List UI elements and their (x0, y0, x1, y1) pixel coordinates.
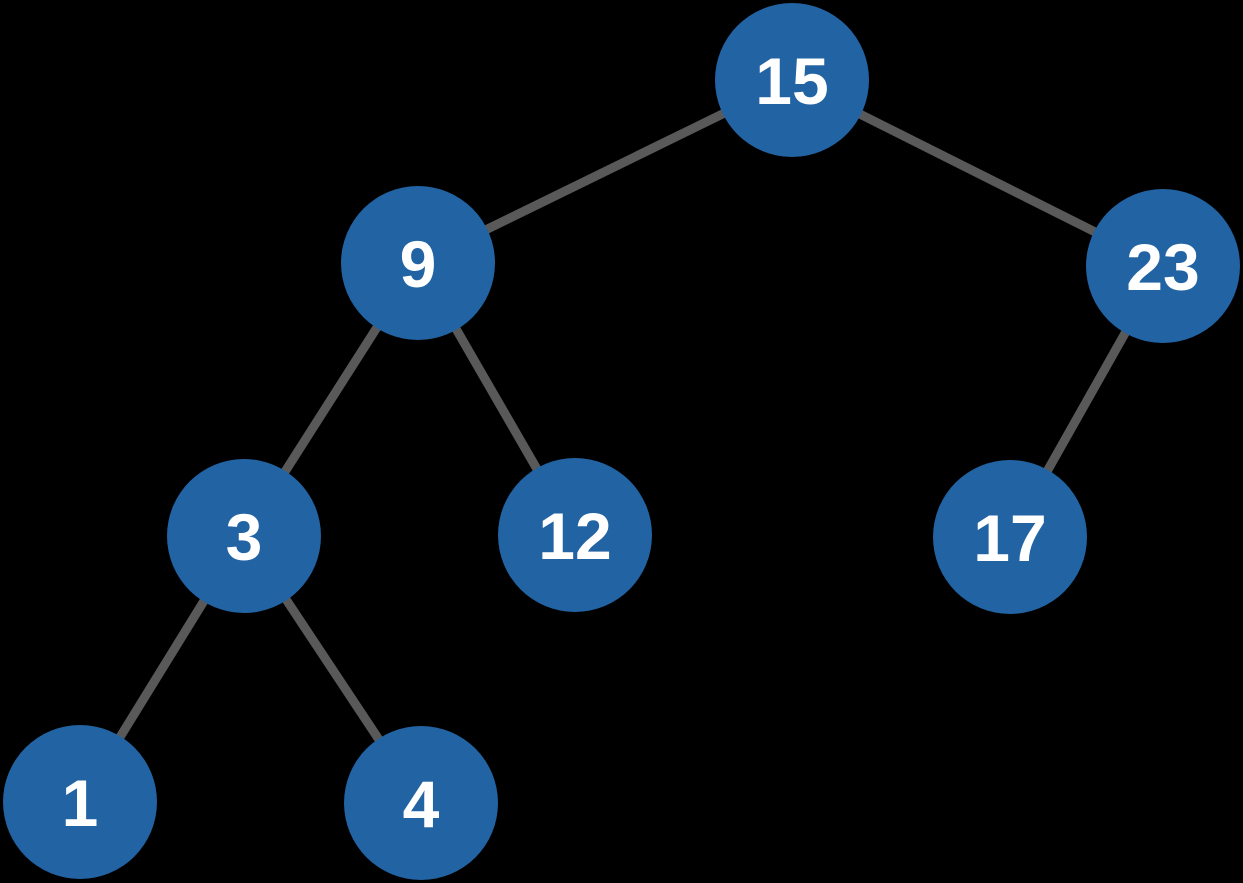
tree-node-circle-1[interactable] (3, 725, 157, 879)
tree-node-1[interactable]: 1 (3, 725, 157, 879)
tree-node-circle-3[interactable] (167, 459, 321, 613)
edges-layer (76, 75, 1167, 806)
tree-node-label-12: 12 (538, 499, 611, 573)
tree-node-label-4: 4 (403, 767, 440, 841)
tree-node-circle-12[interactable] (498, 458, 652, 612)
tree-node-circle-15[interactable] (715, 3, 869, 157)
tree-node-label-17: 17 (973, 501, 1046, 575)
tree-node-label-15: 15 (755, 44, 828, 118)
tree-node-label-9: 9 (400, 227, 437, 301)
tree-node-12[interactable]: 12 (498, 458, 652, 612)
tree-node-17[interactable]: 17 (933, 460, 1087, 614)
tree-node-3[interactable]: 3 (167, 459, 321, 613)
tree-node-label-1: 1 (62, 766, 99, 840)
tree-node-23[interactable]: 23 (1086, 189, 1240, 343)
tree-node-circle-9[interactable] (341, 186, 495, 340)
nodes-layer: 15 9 23 3 12 17 1 4 (3, 3, 1240, 880)
tree-node-9[interactable]: 9 (341, 186, 495, 340)
tree-node-circle-17[interactable] (933, 460, 1087, 614)
tree-node-label-23: 23 (1126, 230, 1199, 304)
tree-node-label-3: 3 (226, 500, 263, 574)
tree-node-15[interactable]: 15 (715, 3, 869, 157)
tree-node-circle-4[interactable] (344, 726, 498, 880)
tree-node-circle-23[interactable] (1086, 189, 1240, 343)
tree-node-4[interactable]: 4 (344, 726, 498, 880)
